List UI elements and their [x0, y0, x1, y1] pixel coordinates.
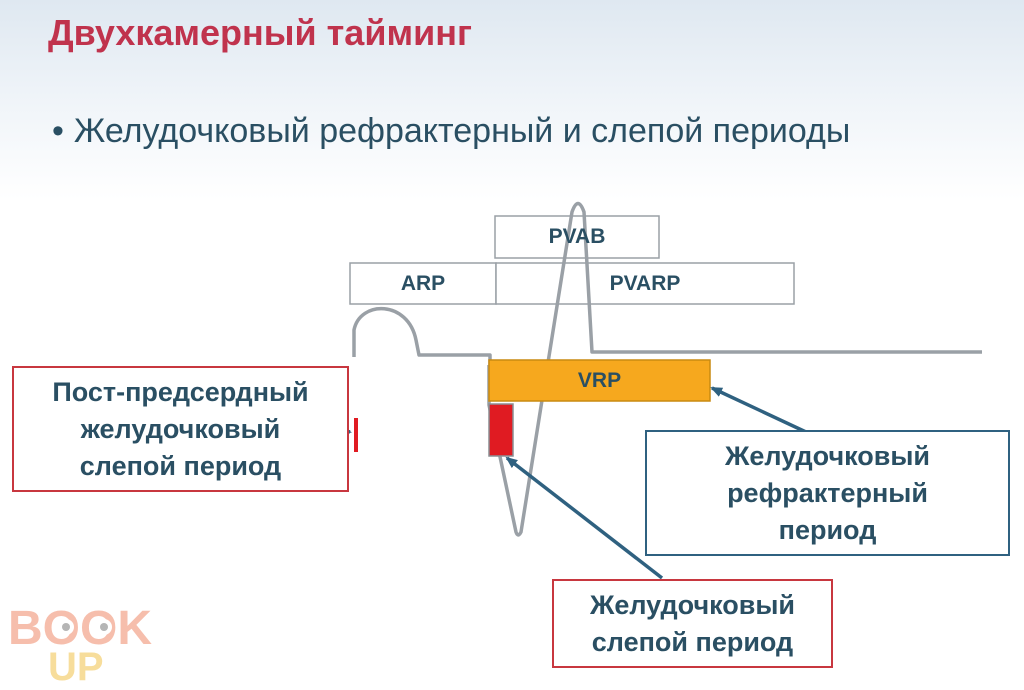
pvab-label: PVAB — [548, 225, 606, 248]
vrp-bar — [488, 359, 711, 402]
callout-ventricular-refractory-text: Желудочковый рефрактерный период — [724, 440, 931, 545]
bookup-watermark-logo: BOOK UP — [8, 602, 152, 682]
pvarp-box — [495, 262, 795, 305]
callout-post-atrial-blanking: Пост-предсердный желудочковый слепой пер… — [12, 366, 349, 492]
arrow-ventricular-refractory — [710, 386, 807, 434]
pvarp-label: PVARP — [609, 271, 681, 295]
bullet-dot-icon: • — [52, 112, 64, 150]
callout-ventricular-blanking-text: Желудочковый слепой период — [589, 589, 796, 657]
watermark-text-top: BOOK — [8, 602, 152, 655]
pvab-box — [494, 215, 660, 259]
arrow-ventricular-blanking — [505, 456, 664, 580]
vrp-label: VRP — [577, 368, 622, 392]
callout-ventricular-blanking: Желудочковый слепой период — [552, 579, 833, 668]
callout-ventricular-refractory: Желудочковый рефрактерный период — [645, 430, 1010, 556]
ventricular-blanking-bar — [488, 403, 514, 457]
post-atrial-blanking-bar — [354, 418, 358, 452]
bullet-point: •Желудочковый рефрактерный и слепой пери… — [52, 112, 850, 151]
arp-label: ARP — [400, 271, 446, 295]
bullet-text: Желудочковый рефрактерный и слепой перио… — [73, 112, 851, 150]
callout-post-atrial-blanking-text: Пост-предсердный желудочковый слепой пер… — [52, 376, 309, 481]
watermark-text-bottom: UP — [48, 645, 104, 682]
arp-box — [349, 262, 497, 305]
p-wave-trace — [352, 306, 492, 365]
slide-title: Двухкамерный тайминг — [48, 12, 472, 53]
